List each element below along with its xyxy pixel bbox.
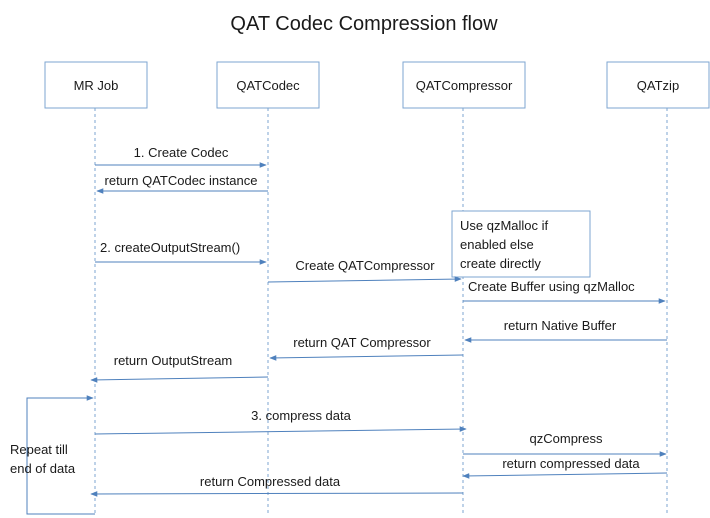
participant-label: MR Job <box>74 78 119 93</box>
message-create-buffer: Create Buffer using qzMalloc <box>463 279 666 304</box>
message-return-compressed-data-zip: return compressed data <box>462 456 668 479</box>
message-label: return QATCodec instance <box>105 173 258 188</box>
participant-label: QATCompressor <box>416 78 513 93</box>
participant-qatzip: QATzip <box>606 61 710 109</box>
message-label: 3. compress data <box>251 408 351 423</box>
note-line: create directly <box>460 256 541 271</box>
message-return-compressed-data: return Compressed data <box>90 474 464 497</box>
message-create-qatcompressor: Create QATCompressor <box>267 258 462 283</box>
message-compress-data: 3. compress data <box>94 408 467 435</box>
note-line: enabled else <box>460 237 534 252</box>
participant-qatcompressor: QATCompressor <box>402 61 526 109</box>
participant-label: QATCodec <box>236 78 300 93</box>
message-arrow <box>90 491 464 497</box>
message-label: return compressed data <box>502 456 640 471</box>
message-create-codec: 1. Create Codec <box>95 145 267 168</box>
loop-label-line: Repeat till <box>10 442 68 457</box>
message-return-codec: return QATCodec instance <box>96 173 268 194</box>
message-label: Create Buffer using qzMalloc <box>468 279 635 294</box>
participant-label: QATzip <box>637 78 679 93</box>
message-label: Create QATCompressor <box>295 258 435 273</box>
message-return-output-stream: return OutputStream <box>90 353 269 383</box>
message-arrow <box>90 376 269 383</box>
message-label: return QAT Compressor <box>293 335 431 350</box>
message-arrow <box>269 354 464 361</box>
message-arrow <box>94 426 467 435</box>
message-create-output-stream: 2. createOutputStream() <box>95 240 267 265</box>
message-return-native-buffer: return Native Buffer <box>464 318 667 343</box>
loop-arrow <box>26 395 95 515</box>
message-label: return Compressed data <box>200 474 341 489</box>
message-return-qat-compressor: return QAT Compressor <box>269 335 464 361</box>
message-label: 2. createOutputStream() <box>100 240 240 255</box>
loop-repeat: Repeat till end of data <box>10 395 95 515</box>
participant-mrjob: MR Job <box>44 61 148 109</box>
note-qzmalloc: Use qzMalloc if enabled else create dire… <box>451 210 591 278</box>
message-label: return OutputStream <box>114 353 233 368</box>
message-arrow <box>462 472 668 479</box>
diagram-title: QAT Codec Compression flow <box>230 13 498 35</box>
message-qzcompress: qzCompress <box>463 431 667 457</box>
note-line: Use qzMalloc if <box>460 218 549 233</box>
loop-label-line: end of data <box>10 461 76 476</box>
message-label: return Native Buffer <box>504 318 617 333</box>
message-label: qzCompress <box>530 431 603 446</box>
message-arrow <box>267 276 462 283</box>
message-label: 1. Create Codec <box>134 145 229 160</box>
participant-qatcodec: QATCodec <box>216 61 320 109</box>
